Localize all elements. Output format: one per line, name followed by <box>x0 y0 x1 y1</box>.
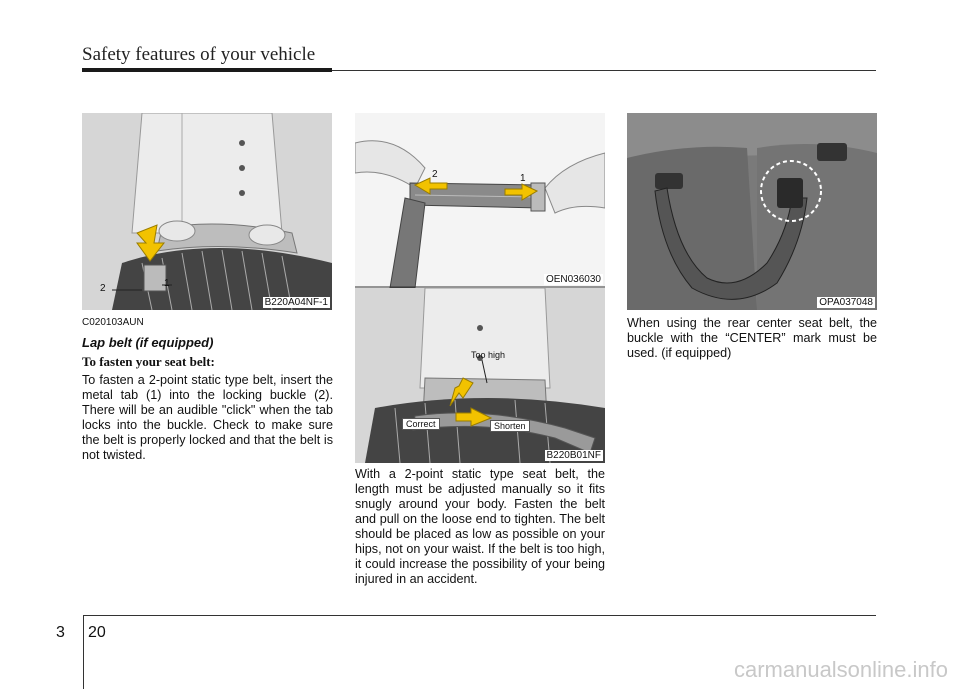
footer-divider <box>83 615 84 689</box>
body-text: With a 2-point static type seat belt, th… <box>355 467 605 586</box>
figure-code: OEN036030 <box>543 274 603 285</box>
figure-code: B220B01NF <box>544 450 603 461</box>
figure-lap-belt-fasten: 2 1 B220A04NF-1 <box>82 113 332 310</box>
column-3: When using the rear center seat belt, th… <box>627 316 877 361</box>
figure-rear-center-belt: OPA037048 <box>627 113 877 310</box>
callout-2: 2 <box>100 283 106 294</box>
body-text: To fasten a 2-point static type belt, in… <box>82 373 333 462</box>
figure-belt-height: Too high Correct Shorten B220B01NF <box>355 288 605 463</box>
page-number: 20 <box>88 624 106 641</box>
lap-belt-illustration <box>82 113 332 310</box>
watermark: carmanualsonline.info <box>733 657 948 682</box>
label-too-high: Too high <box>471 350 506 360</box>
header-rule-thin <box>332 70 876 71</box>
section-ref: C020103AUN <box>82 317 144 328</box>
callout-2: 2 <box>432 169 438 180</box>
footer-rule <box>83 615 876 616</box>
instruction-heading: To fasten your seat belt: <box>82 354 215 369</box>
figure-code: OPA037048 <box>817 297 875 308</box>
figure-belt-adjust: 2 1 OEN036030 <box>355 113 605 288</box>
belt-height-illustration <box>355 288 605 463</box>
belt-adjust-illustration <box>355 113 605 288</box>
rear-belt-illustration <box>627 113 877 310</box>
header-rule <box>82 68 332 72</box>
callout-1: 1 <box>520 173 526 184</box>
callout-1: 1 <box>164 278 170 289</box>
label-correct: Correct <box>402 418 440 430</box>
figure-code: B220A04NF-1 <box>262 297 330 308</box>
section-number: 3 <box>56 624 65 641</box>
column-1: C020103AUN Lap belt (if equipped) To fas… <box>82 315 333 463</box>
header-title: Safety features of your vehicle <box>82 44 316 65</box>
subheading: Lap belt (if equipped) <box>82 335 214 350</box>
body-text: When using the rear center seat belt, th… <box>627 316 877 360</box>
column-2: With a 2-point static type seat belt, th… <box>355 467 605 587</box>
label-shorten: Shorten <box>490 420 530 432</box>
